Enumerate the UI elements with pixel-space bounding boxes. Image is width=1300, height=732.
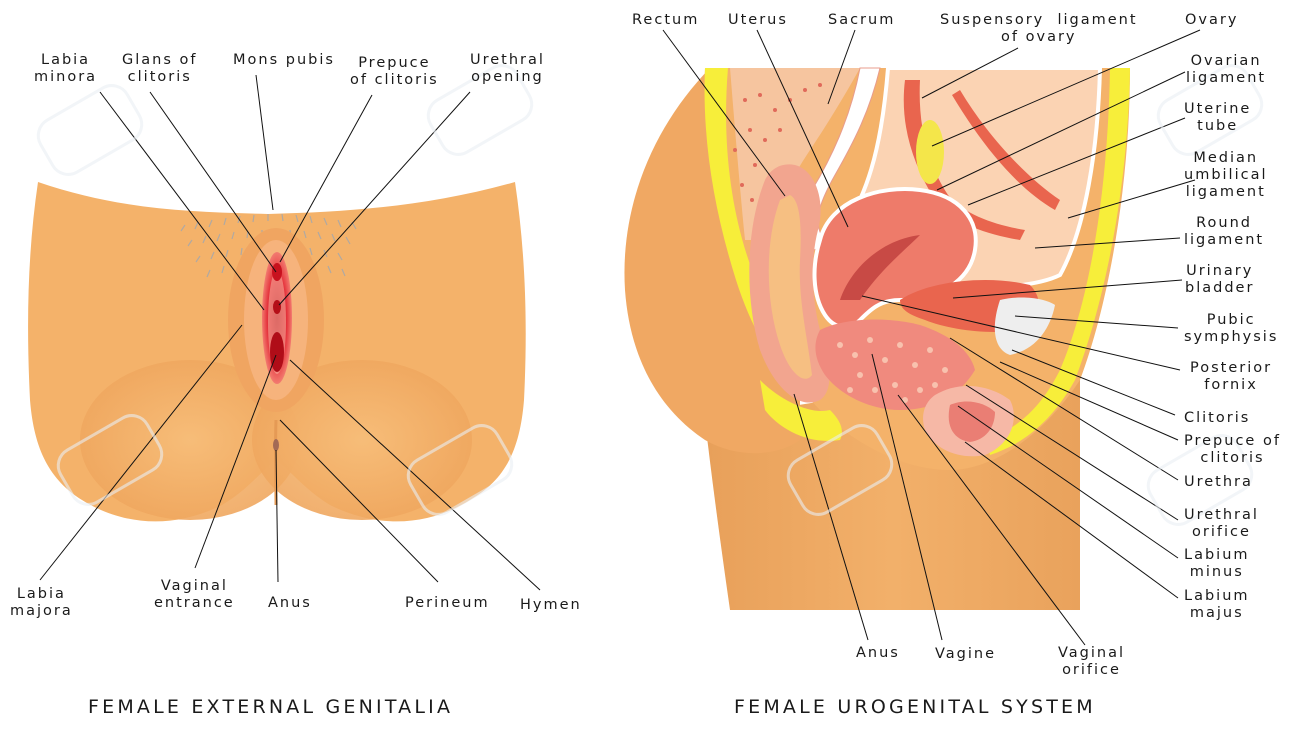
leader-lines xyxy=(39,29,1201,646)
watermark-marks xyxy=(36,64,1264,526)
label-anus-right: Anus xyxy=(856,645,900,661)
uterine-tube-shape xyxy=(952,90,1060,210)
label-vagine: Vagine xyxy=(935,646,997,662)
tissue-cells xyxy=(837,337,948,403)
rectum-lumen xyxy=(768,195,812,379)
right-buttock xyxy=(252,360,472,520)
clitoris-glans xyxy=(272,263,282,281)
front-fat-layer xyxy=(985,68,1130,455)
pubic-symphysis-shape xyxy=(994,297,1055,355)
perineal-fat xyxy=(760,380,842,441)
left-title: FEMALE EXTERNAL GENITALIA xyxy=(88,696,454,718)
urogenital-section-illustration xyxy=(624,66,1130,610)
anus-shape xyxy=(273,439,279,451)
external-genitalia-illustration xyxy=(28,182,526,522)
label-rectum: Rectum xyxy=(632,12,700,28)
labium-minus-section xyxy=(948,401,995,442)
right-title: FEMALE UROGENITAL SYSTEM xyxy=(734,696,1096,718)
ovary-shape xyxy=(916,120,944,184)
label-clitoris: Clitoris xyxy=(1184,410,1251,426)
label-perineum: Perineum xyxy=(405,595,490,611)
urethral-opening-shape xyxy=(273,300,281,314)
label-sacrum: Sacrum xyxy=(828,12,896,28)
label-urethra: Urethra xyxy=(1184,474,1253,490)
label-ovary: Ovary xyxy=(1185,12,1239,28)
uterine-cavity xyxy=(840,235,920,300)
label-uterus: Uterus xyxy=(728,12,788,28)
pubic-hair xyxy=(180,213,357,278)
label-mons-pubis: Mons pubis xyxy=(233,52,335,68)
label-anus-left: Anus xyxy=(268,595,312,611)
label-hymen: Hymen xyxy=(520,597,582,613)
